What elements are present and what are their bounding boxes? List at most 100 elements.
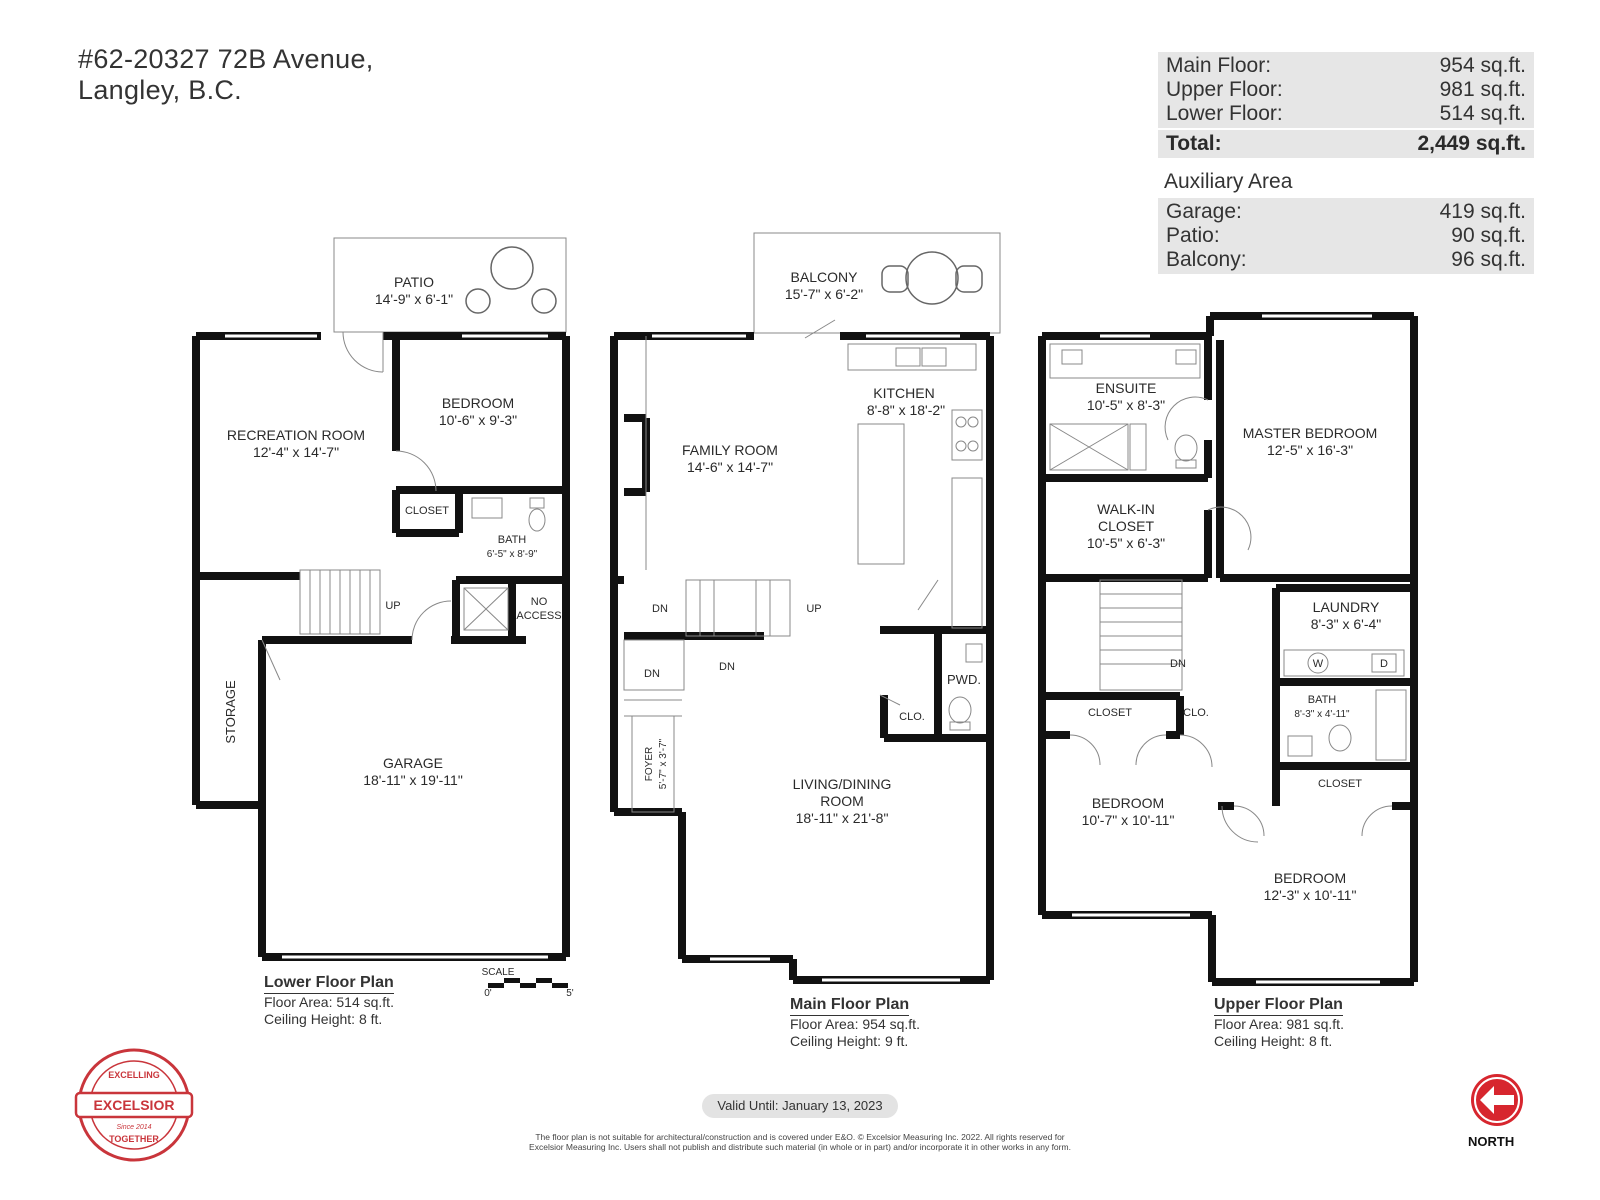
garage-dim: 18'-11" x 19'-11" — [363, 772, 463, 788]
lower-fixtures — [261, 331, 546, 681]
scale-zero: 0' — [484, 988, 492, 999]
aux-row: Balcony:96 sq.ft. — [1158, 248, 1534, 272]
upper-walls — [1038, 312, 1418, 986]
area-row: Lower Floor:514 sq.ft. — [1158, 102, 1534, 126]
auxiliary-heading: Auxiliary Area — [1164, 170, 1293, 193]
recreation-dim: 12'-4" x 14'-7" — [253, 444, 339, 460]
kitchen-dim: 8'-8" x 18'-2" — [867, 402, 945, 418]
washer-label: W — [1313, 658, 1324, 670]
area-value: 954 sq.ft. — [1439, 54, 1526, 77]
main-labels: BALCONY 15'-7" x 6'-2" KITCHEN 8'-8" x 1… — [644, 269, 981, 826]
main-floor-title: Main Floor Plan — [790, 996, 910, 1016]
master-bedroom-dim: 12'-5" x 16'-3" — [1267, 442, 1353, 458]
area-label: Main Floor: — [1166, 54, 1272, 77]
balcony-label: BALCONY — [791, 269, 859, 285]
upper-labels: ENSUITE 10'-5" x 8'-3" MASTER BEDROOM 12… — [1082, 380, 1388, 903]
lower-floor-area: Floor Area: 514 sq.ft. — [264, 994, 394, 1010]
scale-five: 5' — [566, 988, 574, 999]
north-label: NORTH — [1468, 1134, 1515, 1149]
foyer-dim: 5'-7" x 3'-7" — [658, 738, 669, 789]
ensuite-label: ENSUITE — [1096, 380, 1157, 396]
disclaimer-line-1: The floor plan is not suitable for archi… — [535, 1132, 1065, 1142]
main-windows — [652, 334, 960, 982]
total-label: Total: — [1166, 132, 1222, 155]
balcony-chair — [955, 265, 983, 293]
lower-windows — [225, 334, 548, 959]
laundry-dim: 8'-3" x 6'-4" — [1311, 616, 1382, 632]
lower-labels: PATIO 14'-9" x 6'-1" RECREATION ROOM 12'… — [223, 274, 574, 999]
aux-label: Garage: — [1166, 200, 1242, 223]
closet-label: CLO. — [899, 711, 925, 723]
patio-chair — [531, 288, 557, 314]
bedroom-dim: 12'-3" x 10'-11" — [1264, 887, 1357, 903]
valid-until-badge: Valid Until: January 13, 2023 — [702, 1094, 898, 1118]
aux-value: 90 sq.ft. — [1451, 224, 1526, 247]
stairs-down-label: DN — [1170, 658, 1186, 670]
auxiliary-table: Garage: 419 sq.ft. Patio: 90 sq.ft. Balcon… — [1158, 198, 1534, 274]
closet-label: CLOSET — [405, 505, 449, 517]
walk-in-dim: 10'-5" x 6'-3" — [1087, 535, 1165, 551]
north-arrow-icon — [1471, 1074, 1523, 1126]
upper-fixtures — [1049, 343, 1407, 843]
living-label-2: ROOM — [820, 793, 864, 809]
bedroom-label: BEDROOM — [1274, 870, 1346, 886]
logo-name: EXCELSIOR — [94, 1097, 175, 1113]
area-summary: Main Floor: 954 sq.ft. Upper Floor:981 sq… — [1158, 52, 1534, 274]
powder-room-label: PWD. — [947, 672, 981, 687]
foyer-label: FOYER — [644, 747, 655, 781]
walk-in-label-2: CLOSET — [1098, 518, 1154, 534]
stairs-down-label: DN — [652, 603, 668, 615]
scale-bar — [488, 978, 568, 988]
area-row: Upper Floor:981 sq.ft. — [1158, 78, 1534, 102]
storage-label: STORAGE — [223, 680, 238, 744]
patio-label: PATIO — [394, 274, 434, 290]
upper-windows — [1072, 314, 1380, 984]
aux-value: 419 sq.ft. — [1439, 200, 1526, 223]
excelsior-logo: EXCELSIOR EXCELLING Since 2014 TOGETHER — [74, 1048, 194, 1162]
area-value: 981 sq.ft. — [1439, 78, 1526, 101]
total-value: 2,449 sq.ft. — [1417, 132, 1526, 155]
bedroom-label: BEDROOM — [1092, 795, 1164, 811]
logo-since-text: Since 2014 — [116, 1124, 151, 1131]
bedroom-dim: 10'-6" x 9'-3" — [439, 412, 517, 428]
scale-label: SCALE — [482, 967, 515, 978]
aux-row: Garage: 419 sq.ft. — [1158, 200, 1534, 224]
bath-label: BATH — [498, 534, 527, 546]
bedroom-label: BEDROOM — [442, 395, 514, 411]
upper-floor-ceiling: Ceiling Height: 8 ft. — [1214, 1033, 1333, 1049]
living-dim: 18'-11" x 21'-8" — [796, 810, 889, 826]
no-access-label: ACCESS — [516, 610, 561, 622]
no-access-label: NO — [531, 596, 548, 608]
aux-label: Patio: — [1166, 224, 1220, 247]
upper-floor-area: Floor Area: 981 sq.ft. — [1214, 1016, 1344, 1032]
upper-floor-caption: Upper Floor Plan Floor Area: 981 sq.ft. … — [1214, 996, 1344, 1050]
closet-label: CLOSET — [1318, 778, 1362, 790]
disclaimer: The floor plan is not suitable for archi… — [420, 1132, 1180, 1152]
main-walls — [610, 332, 994, 984]
walk-in-label: WALK-IN — [1097, 501, 1155, 517]
property-address: #62-20327 72B Avenue, Langley, B.C. — [78, 44, 374, 106]
upper-floor-title: Upper Floor Plan — [1214, 996, 1343, 1016]
bath-dim: 8'-3" x 4'-11" — [1294, 709, 1350, 720]
balcony-chair — [881, 265, 909, 293]
main-fixtures — [623, 319, 983, 813]
patio-outline — [333, 237, 567, 333]
living-label: LIVING/DINING — [793, 776, 892, 792]
patio-chair — [465, 288, 491, 314]
address-line-1: #62-20327 72B Avenue, — [78, 44, 374, 74]
family-room-label: FAMILY ROOM — [682, 442, 778, 458]
bath-label: BATH — [1308, 694, 1337, 706]
main-floor-plan: BALCONY 15'-7" x 6'-2" KITCHEN 8'-8" x 1… — [610, 232, 1001, 984]
lower-floor-plan: PATIO 14'-9" x 6'-1" RECREATION ROOM 12'… — [192, 237, 574, 999]
dryer-label: D — [1380, 658, 1388, 670]
main-floor-caption: Main Floor Plan Floor Area: 954 sq.ft. C… — [790, 996, 920, 1050]
bedroom-dim: 10'-7" x 10'-11" — [1082, 812, 1175, 828]
floor-area-table: Main Floor: 954 sq.ft. Upper Floor:981 sq… — [1158, 52, 1534, 128]
laundry-label: LAUNDRY — [1313, 599, 1380, 615]
lower-floor-ceiling: Ceiling Height: 8 ft. — [264, 1011, 383, 1027]
stairs-up-label: UP — [806, 603, 821, 615]
ensuite-dim: 10'-5" x 8'-3" — [1087, 397, 1165, 413]
family-room-dim: 14'-6" x 14'-7" — [687, 459, 773, 475]
main-floor-area: Floor Area: 954 sq.ft. — [790, 1016, 920, 1032]
